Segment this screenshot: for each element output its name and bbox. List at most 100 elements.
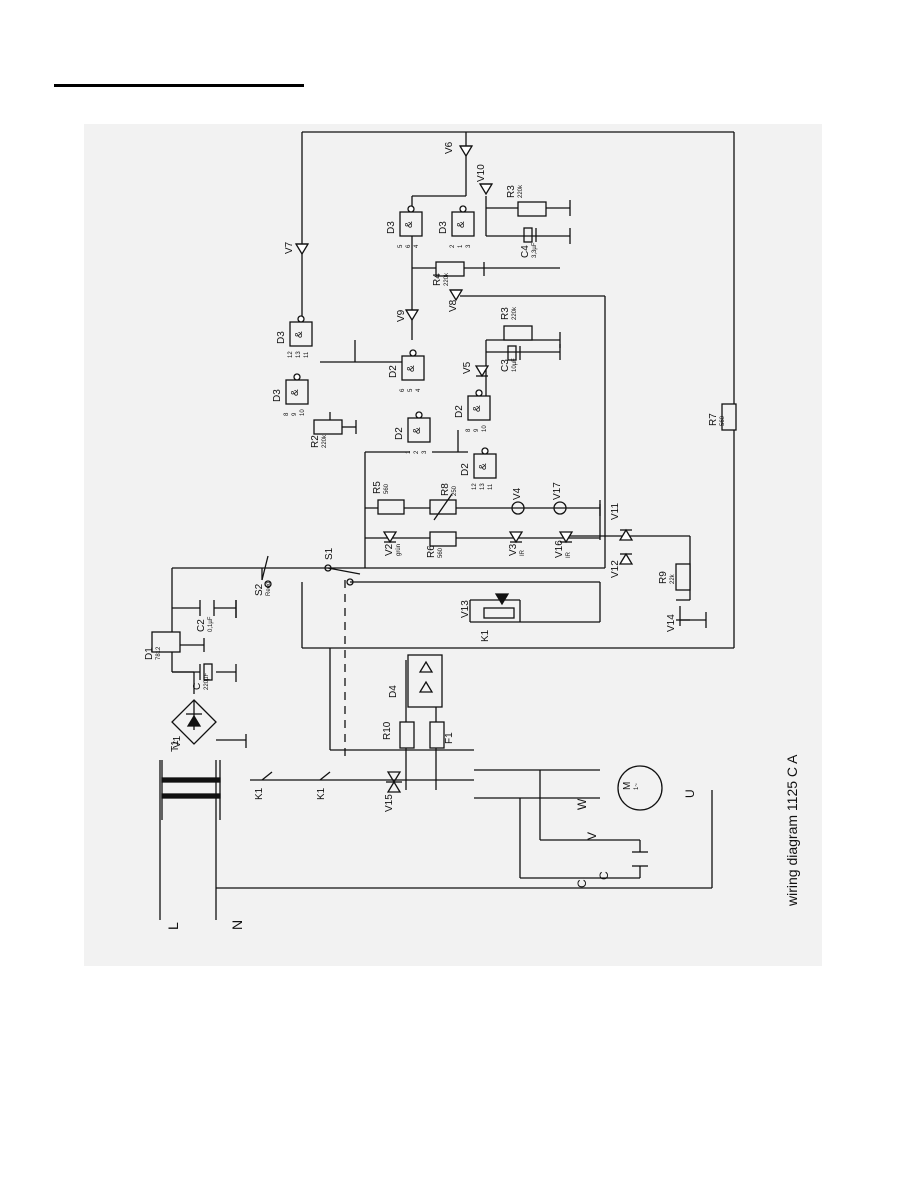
value-r4: 220k: [444, 272, 450, 286]
gate-pin-label: 2: [450, 244, 456, 248]
value-s2: Reed: [266, 582, 272, 596]
page-title: wiring diagram 1125 C A: [784, 754, 800, 906]
value-c1: 220µF: [204, 673, 210, 690]
ground-symbols: [203, 200, 707, 652]
gate-pin-label: 3: [466, 244, 472, 248]
label-r10: R10: [382, 721, 393, 740]
motor-capacitor: [632, 851, 648, 867]
label-k1a: K1: [254, 787, 265, 800]
wires: [159, 131, 735, 920]
label-v7: V7: [284, 241, 295, 254]
relay-coil-k1: [483, 607, 515, 619]
label-r3b: R3: [500, 307, 511, 320]
resistor-r2: [313, 419, 356, 435]
resistor-r3-upper: [517, 201, 547, 217]
gate-symbol: &: [456, 221, 467, 228]
gate-pin-label: 1: [458, 244, 464, 248]
label-s1: S1: [324, 547, 335, 560]
potentiometer-r8: [429, 493, 457, 521]
label-v9: V9: [396, 309, 407, 322]
gate-pin-label: 13: [480, 483, 486, 490]
label-v17: V17: [552, 482, 563, 500]
gate-ref-label: D2: [460, 463, 471, 476]
motor-terminal-c: C: [597, 871, 611, 880]
label-c2: C2: [196, 619, 207, 632]
label-f1: F1: [444, 732, 455, 744]
diode-v6: [458, 145, 474, 158]
led-v16: [558, 531, 574, 544]
header-rule: [54, 84, 304, 87]
gate-ref-label: D3: [438, 221, 449, 234]
triac-v15: [386, 771, 402, 793]
diode-v7: [294, 243, 310, 256]
value-r3b: 220k: [512, 306, 518, 320]
motor-m: [617, 765, 663, 811]
label-v8: V8: [448, 299, 459, 312]
label-v1: V1: [172, 735, 183, 748]
resistor-r10: [399, 721, 415, 749]
rail-label-l: L: [165, 922, 181, 930]
gate-symbol: &: [294, 331, 305, 338]
label-d4: D4: [388, 685, 399, 698]
transistor-v14: [679, 606, 706, 626]
diode-v12: [618, 552, 634, 565]
label-r2: R2: [310, 435, 321, 448]
resistor-r6: [429, 531, 457, 547]
gate-pin-label: 1: [406, 450, 412, 454]
value-c2: 0,1µF: [208, 616, 214, 632]
transformer-t1: [161, 760, 221, 820]
value-c3: 10µF: [512, 358, 518, 372]
label-v12: V12: [610, 560, 621, 578]
phototransistor-v4: [511, 501, 525, 515]
label-r4: R4: [432, 273, 443, 286]
motor-terminal-c: C: [575, 879, 589, 888]
resistor-r5: [377, 499, 405, 515]
label-r9: R9: [658, 571, 669, 584]
gate-pin-label: 3: [422, 450, 428, 454]
label-c4: C4: [520, 245, 531, 258]
gate-pin-label: 5: [398, 244, 404, 248]
label-v4: V4: [512, 487, 523, 500]
value-v3: IR: [520, 549, 526, 556]
label-v13: V13: [460, 600, 471, 618]
phototransistor-v17: [553, 501, 567, 515]
resistor-r9: [675, 563, 691, 591]
resistor-r3-lower: [503, 325, 533, 341]
gate-pin-label: 4: [416, 388, 422, 392]
label-s2: S2: [254, 583, 265, 596]
gate-d2-a: [407, 411, 431, 443]
value-c4: 3,3µF: [532, 242, 538, 258]
motor-terminal-v: V: [585, 832, 599, 840]
label-t1: T1: [170, 740, 181, 752]
gate-pin-label: 10: [482, 425, 488, 432]
capacitor-c1: [199, 663, 237, 682]
capacitor-c4: [523, 227, 537, 243]
label-v3: V3: [508, 543, 519, 556]
capacitor-c2: [199, 600, 237, 618]
gate-symbol: &: [404, 221, 415, 228]
gate-pin-label: 9: [292, 412, 298, 416]
gate-pin-label: 12: [288, 351, 294, 358]
label-r6: R6: [426, 545, 437, 558]
label-v2: V2: [384, 543, 395, 556]
gate-ref-label: D3: [276, 331, 287, 344]
diode-v8: [448, 289, 464, 302]
gate-ref-label: D2: [454, 405, 465, 418]
gate-symbol: &: [412, 427, 423, 434]
label-k1coil: K1: [480, 629, 491, 642]
diode-v5: [474, 365, 490, 378]
gate-pin-label: 8: [466, 428, 472, 432]
value-r6: 560: [438, 547, 444, 558]
label-v14: V14: [666, 614, 677, 632]
label-m: M: [622, 782, 633, 790]
gate-pin-label: 6: [400, 388, 406, 392]
capacitor-c3: [507, 345, 521, 361]
value-v2: grün: [396, 544, 402, 556]
gate-d2-d: [473, 447, 497, 479]
gate-pin-label: 5: [408, 388, 414, 392]
label-c1: C: [192, 683, 203, 690]
diode-v13: [494, 593, 510, 606]
gate-ref-label: D2: [394, 427, 405, 440]
diode-v11: [618, 528, 634, 541]
rail-label-n: N: [229, 920, 245, 930]
